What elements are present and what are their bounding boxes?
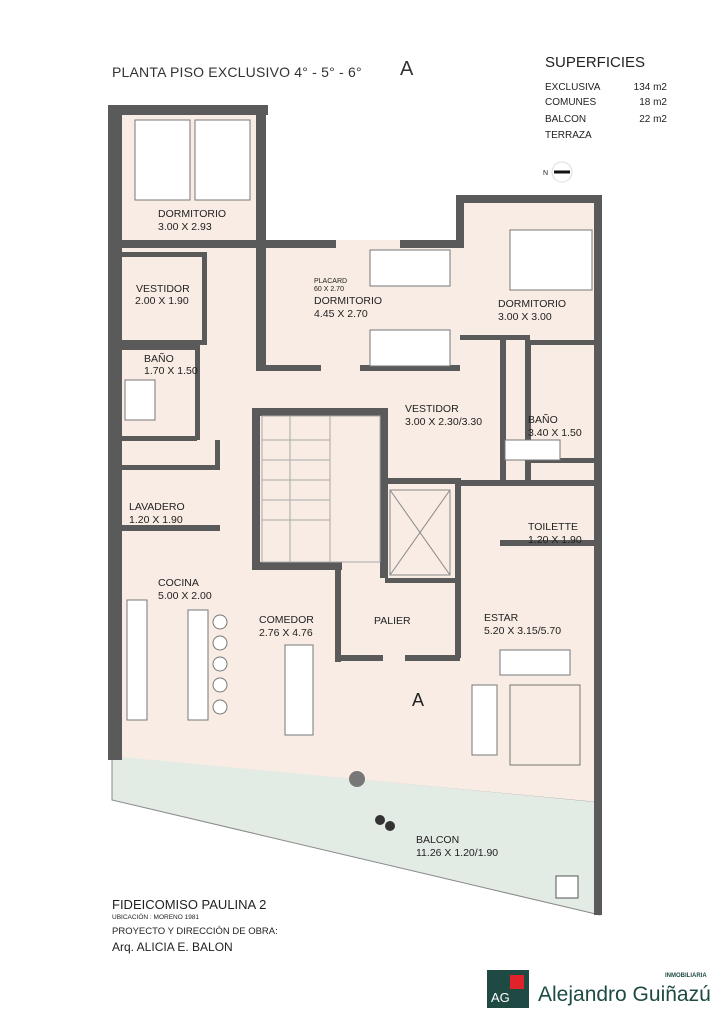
svg-text:BAÑO: BAÑO	[528, 413, 558, 426]
svg-text:5.00 X 2.00: 5.00 X 2.00	[158, 590, 212, 602]
unit-entry-marker: A	[412, 690, 424, 710]
svg-text:PLACARD: PLACARD	[314, 278, 347, 285]
svg-text:COCINA: COCINA	[158, 577, 199, 589]
svg-text:3.00 X 2.30/3.30: 3.00 X 2.30/3.30	[405, 416, 482, 428]
svg-text:3.00 X 2.93: 3.00 X 2.93	[158, 221, 212, 233]
svg-text:ESTAR: ESTAR	[484, 612, 519, 624]
bed	[194, 119, 251, 201]
north-arrow-icon	[554, 170, 570, 174]
logo-name: Alejandro Guiñazú	[538, 983, 711, 1006]
staircase	[261, 415, 381, 563]
project-name: FIDEICOMISO PAULINA 2	[112, 897, 267, 912]
project-location: UBICACIÓN : MORENO 1981	[112, 914, 200, 921]
floor-area	[122, 115, 598, 802]
sofa	[499, 649, 571, 676]
room-palier: PALIER	[374, 615, 411, 627]
bed	[369, 329, 451, 367]
chairs	[212, 614, 228, 715]
svg-text:60 X 2.70: 60 X 2.70	[314, 286, 344, 293]
furniture	[124, 119, 593, 766]
logo-red-square	[510, 975, 524, 989]
svg-text:DORMITORIO: DORMITORIO	[158, 208, 226, 220]
svg-text:2.00 X 1.90: 2.00 X 1.90	[135, 295, 189, 307]
superficie-value: 134 m2	[633, 82, 667, 93]
elevator	[389, 489, 451, 576]
logo-tagline: INMOBILIARIA	[665, 973, 707, 979]
svg-text:11.26 X 1.20/1.90: 11.26 X 1.20/1.90	[416, 847, 498, 859]
plant-icon	[375, 815, 385, 825]
column-icon	[349, 771, 365, 787]
superficie-label: TERRAZA	[545, 130, 592, 141]
svg-text:2.76 X 4.76: 2.76 X 4.76	[259, 627, 313, 639]
bed	[134, 119, 191, 201]
svg-text:5.20 X 3.15/5.70: 5.20 X 3.15/5.70	[484, 625, 561, 637]
svg-text:TOILETTE: TOILETTE	[528, 521, 578, 533]
svg-text:COMEDOR: COMEDOR	[259, 614, 314, 626]
svg-text:PALIER: PALIER	[374, 615, 411, 627]
superficie-row: COMUNES 18 m2	[545, 97, 675, 108]
superficie-label: BALCON	[545, 114, 587, 125]
bathroom-fixtures	[124, 379, 156, 421]
svg-text:BAÑO: BAÑO	[144, 352, 174, 365]
architect: Arq. ALICIA E. BALON	[112, 940, 233, 954]
north-compass-icon	[551, 161, 573, 183]
svg-text:1.20 X 1.90: 1.20 X 1.90	[528, 534, 582, 546]
kitchen-island	[187, 609, 209, 721]
svg-text:VESTIDOR: VESTIDOR	[405, 403, 459, 415]
plan-title: PLANTA PISO EXCLUSIVO 4° - 5° - 6°	[112, 64, 362, 80]
bed	[509, 229, 593, 291]
superficie-value: 22 m2	[639, 114, 667, 125]
svg-text:BALCON: BALCON	[416, 834, 459, 846]
svg-text:DORMITORIO: DORMITORIO	[314, 295, 382, 307]
superficie-label: COMUNES	[545, 97, 597, 108]
brand-logo-mark: AG	[487, 970, 529, 1008]
svg-text:VESTIDOR: VESTIDOR	[136, 283, 190, 295]
bed	[369, 249, 451, 287]
svg-text:1.20 X 1.90: 1.20 X 1.90	[129, 514, 183, 526]
superficie-row: TERRAZA	[545, 130, 675, 141]
kitchen-counter	[126, 599, 148, 721]
superficies-title: SUPERFICIES	[545, 54, 646, 71]
superficie-label: EXCLUSIVA	[545, 82, 601, 93]
superficie-row: BALCON 22 m2	[545, 114, 675, 125]
svg-text:4.45 X 2.70: 4.45 X 2.70	[314, 308, 368, 320]
svg-text:1.70 X 1.50: 1.70 X 1.50	[144, 365, 198, 377]
sofa	[471, 684, 498, 756]
logo-initials: AG	[491, 990, 510, 1005]
planter-icon	[555, 875, 579, 899]
rug	[509, 684, 581, 766]
superficie-row: EXCLUSIVA 134 m2	[545, 82, 675, 93]
bathtub	[504, 439, 561, 461]
plant-icon	[385, 821, 395, 831]
north-label: N	[543, 170, 548, 177]
svg-text:3.00 X 3.00: 3.00 X 3.00	[498, 311, 552, 323]
unit-letter: A	[400, 58, 414, 80]
superficie-value: 18 m2	[639, 97, 667, 108]
walls	[108, 105, 602, 915]
project-direction: PROYECTO Y DIRECCIÓN DE OBRA:	[112, 926, 278, 937]
svg-text:3.40 X 1.50: 3.40 X 1.50	[528, 427, 582, 439]
svg-text:DORMITORIO: DORMITORIO	[498, 298, 566, 310]
dining-table	[284, 644, 314, 736]
svg-text:LAVADERO: LAVADERO	[129, 501, 185, 513]
